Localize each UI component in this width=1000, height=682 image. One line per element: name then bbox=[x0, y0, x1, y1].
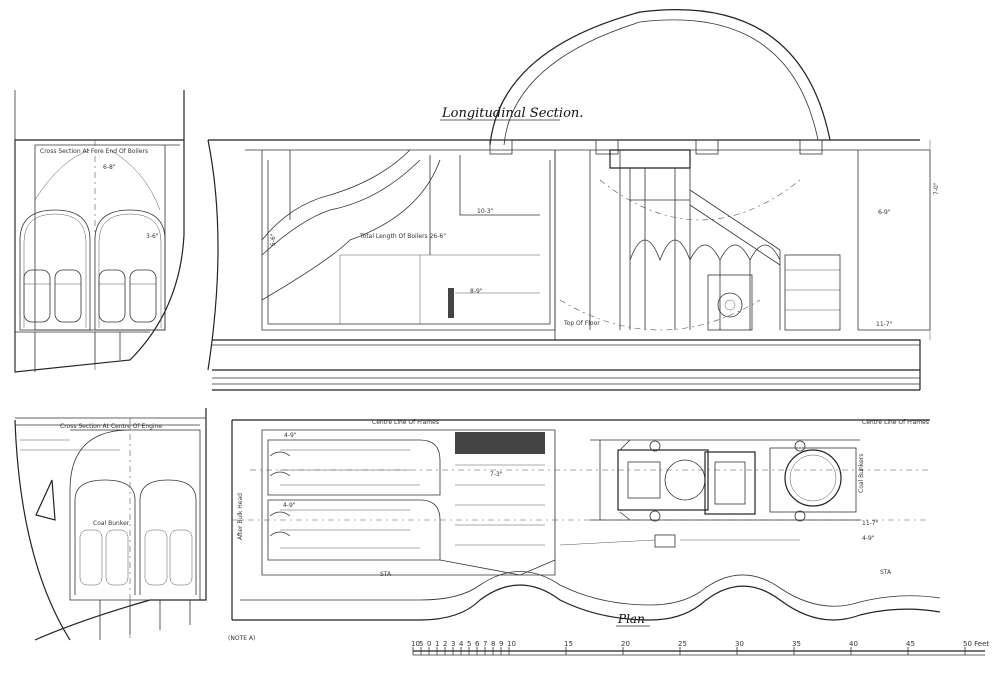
longitudinal-section: Longitudinal Section. 5-6" Total Length … bbox=[207, 9, 940, 391]
dim-5-6-boiler: 5-6" bbox=[270, 233, 277, 246]
scale-tick-label: 8 bbox=[491, 640, 495, 648]
scale-tick-label: 40 bbox=[849, 640, 858, 648]
sta-left: STA bbox=[380, 571, 392, 578]
dim-4-9-boiler: 4-9" bbox=[284, 432, 297, 439]
scale-tick-label: 30 bbox=[735, 640, 744, 648]
scale-tick-label: 15 bbox=[564, 640, 573, 648]
scale-tick-label: 3 bbox=[451, 640, 455, 648]
plan-view: Plan Centre Line Of Fr bbox=[231, 419, 941, 627]
dim-8-0: 7-3" bbox=[490, 471, 503, 478]
scale-tick-label: 4 bbox=[459, 640, 464, 648]
top-of-floor-note: Top Of Floor bbox=[563, 320, 600, 327]
dim-11-7-plan: 11-7" bbox=[862, 520, 879, 527]
scale-tick-label: 45 bbox=[906, 640, 915, 648]
dim-3-6: 3-6" bbox=[146, 233, 159, 240]
scale-tick-label: 9 bbox=[499, 640, 503, 648]
scale-tick-label: 6 bbox=[475, 640, 480, 648]
scale-tick-label: 0 bbox=[427, 640, 431, 648]
cross-section-engine-title: Cross Section At Centre Of Engine bbox=[60, 423, 162, 430]
dim-8-9: 8-9" bbox=[470, 288, 483, 295]
coal-bunkers-note: Coal Bunkers bbox=[858, 454, 865, 493]
dim-10-3: 10-3" bbox=[477, 208, 494, 215]
scale-tick-label: 7 bbox=[483, 640, 487, 648]
scale-tick-label: 2 bbox=[443, 640, 447, 648]
scale-tick-label: 10 bbox=[507, 640, 516, 648]
scale-tick-label: 5 bbox=[419, 640, 423, 648]
dim-4-9-boiler-2: 4-9" bbox=[283, 502, 296, 509]
scale-tick-label: 35 bbox=[792, 640, 801, 648]
dim-4-9: 4-9" bbox=[862, 535, 875, 542]
dim-6-9: 6-9" bbox=[878, 209, 891, 216]
centre-line-frames-right: Centre Line Of Frames bbox=[862, 419, 929, 426]
coal-bunker-note: Coal Bunker bbox=[93, 520, 130, 527]
scale-tick-label: 20 bbox=[621, 640, 630, 648]
scale-tick-label: 10 bbox=[411, 640, 420, 648]
sta-right: STA bbox=[880, 569, 892, 576]
scale-tick-label: 50 Feet bbox=[963, 640, 989, 648]
scale-tick-label: 25 bbox=[678, 640, 687, 648]
total-length-note: Total Length Of Boilers 26-6" bbox=[359, 233, 446, 240]
dim-6-8: 6-8" bbox=[103, 164, 116, 171]
figure-ref: (NOTE A) bbox=[228, 635, 255, 642]
scale-tick-label: 5 bbox=[467, 640, 471, 648]
cross-section-engine: Cross Section At Centre Of Engine Coal B… bbox=[14, 408, 255, 642]
cross-section-boilers: Cross Section At Fore End Of Boilers 6-8… bbox=[14, 90, 185, 373]
after-bulk-head: After Bulk Head bbox=[237, 493, 244, 540]
cross-section-boilers-title: Cross Section At Fore End Of Boilers bbox=[40, 148, 148, 155]
centre-line-frames-left: Centre Line Of Frames bbox=[372, 419, 439, 426]
dim-11-7: 11-7" bbox=[876, 321, 893, 328]
dim-7-0: 7-0" bbox=[933, 182, 940, 195]
scale-tick-label: 1 bbox=[435, 640, 439, 648]
